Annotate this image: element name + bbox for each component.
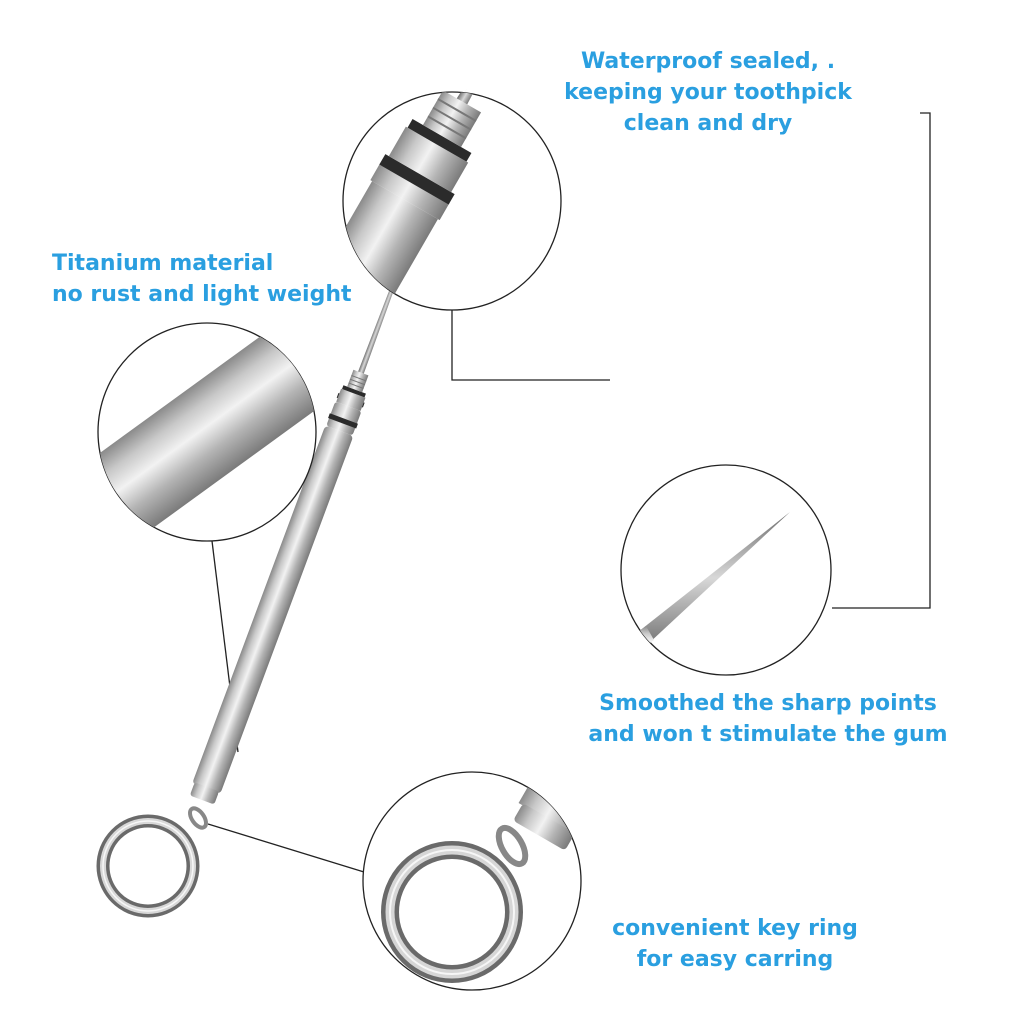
callout-titanium-line2: no rust and light weight — [52, 282, 352, 307]
leader-line-waterproof — [451, 310, 610, 381]
leader-lines — [207, 112, 931, 873]
callout-keyring-line1: convenient key ring — [612, 916, 858, 941]
callout-waterproof-line2: keeping your toothpick — [564, 80, 852, 105]
callout-waterproof: Waterproof sealed, . keeping your toothp… — [548, 46, 868, 139]
callout-keyring-line2: for easy carring — [636, 947, 834, 972]
leader-line-keyring — [207, 823, 365, 873]
zoom-circle-seal — [342, 91, 562, 311]
callout-titanium: Titanium material no rust and light weig… — [52, 248, 352, 310]
callout-keyring: convenient key ring for easy carring — [590, 913, 880, 975]
callout-waterproof-line1: Waterproof sealed, . — [580, 49, 836, 74]
key-ring — [96, 814, 200, 918]
callout-smooth-line2: and won t stimulate the gum — [588, 722, 948, 747]
key-ring-link — [188, 806, 208, 830]
seal-ring — [328, 413, 358, 429]
callout-titanium-line1: Titanium material — [52, 251, 274, 276]
seal-ring — [342, 385, 366, 398]
leader-line-smooth — [832, 112, 931, 609]
callout-smooth: Smoothed the sharp points and won t stim… — [568, 688, 968, 750]
zoom-circle-tip — [620, 464, 832, 676]
callout-waterproof-line3: clean and dry — [623, 111, 793, 136]
callout-smooth-line1: Smoothed the sharp points — [599, 691, 937, 716]
